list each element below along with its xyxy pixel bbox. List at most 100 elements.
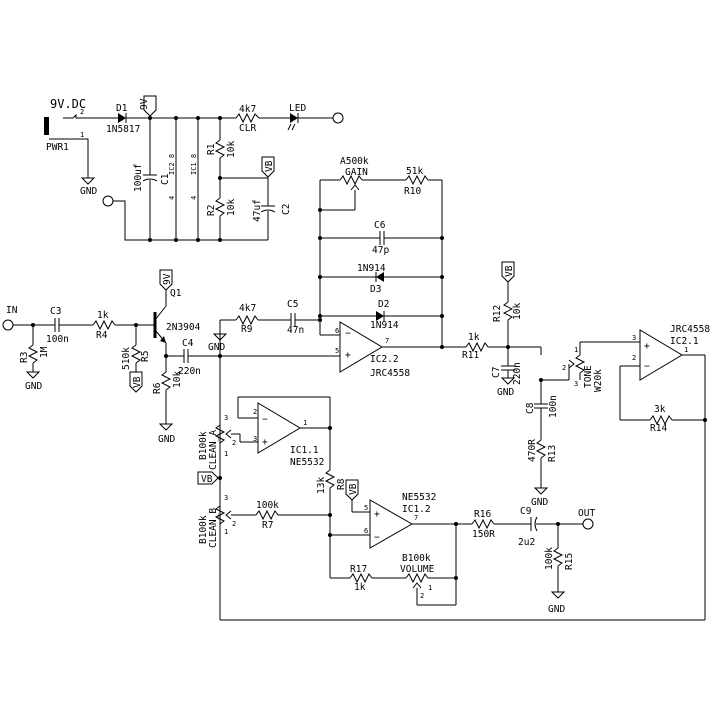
clean-a-pin3: 3 — [224, 414, 228, 422]
r5-vb-flag — [129, 371, 143, 393]
r4-resistor — [92, 319, 116, 331]
r16-resistor — [471, 518, 495, 530]
gnd-mid-label: GND — [208, 342, 225, 353]
r12-vb-label: VB — [504, 265, 515, 277]
ic22-pin5: 5 — [335, 347, 339, 355]
gnd-r6 — [158, 423, 174, 431]
gnd-r6-label: GND — [158, 434, 175, 445]
tone-pin3: 3 — [574, 380, 578, 388]
clr-value: 4k7 — [239, 104, 256, 115]
d2-part: 1N914 — [370, 320, 399, 331]
r12-vb-flag — [501, 261, 515, 283]
led-diode — [290, 113, 298, 123]
r5-resistor — [130, 344, 142, 364]
r14-value: 3k — [654, 404, 666, 415]
r17-resistor — [349, 572, 373, 584]
vb-flag-label: VB — [264, 160, 275, 172]
gnd-r13-label: GND — [531, 497, 548, 508]
r8-resistor — [324, 469, 336, 489]
clr-name: CLR — [239, 123, 256, 134]
ic12-part: NE5532 — [402, 492, 436, 503]
clean-b-pot — [214, 505, 226, 525]
r1-value: 10k — [226, 141, 237, 158]
r11-value: 1k — [468, 332, 480, 343]
vb-flag-left — [197, 471, 219, 485]
ic2-pwr-label: IC2_8 — [168, 154, 176, 175]
q1-part: 2N3904 — [166, 322, 201, 333]
r5-vb-label: VB — [132, 376, 143, 388]
gnd-label: GND — [80, 186, 97, 197]
c1-name: C1 — [160, 173, 171, 185]
ic12-pin7: 7 — [414, 514, 418, 522]
c4-value: 220n — [178, 366, 201, 377]
gnd-terminal — [332, 112, 344, 124]
ic12-opamp — [369, 499, 414, 549]
vol-pin1: 1 — [428, 584, 432, 592]
volume-value: B100k — [402, 553, 431, 564]
c7-name: C7 — [491, 367, 502, 378]
pwr-pin-2: 2 — [80, 108, 84, 116]
ic21-part: JRC4558 — [670, 324, 710, 335]
power-jack — [44, 117, 49, 135]
ic12-minus: − — [374, 532, 380, 543]
r9-value: 4k7 — [239, 303, 256, 314]
power-section: 9V.DC 2 1 PWR1 GND D1 1N5817 9V 100uf C1… — [44, 95, 344, 242]
r12-name: R12 — [492, 305, 503, 322]
gain-name: GAIN — [345, 167, 368, 178]
c8-name: C8 — [525, 402, 536, 414]
r7-value: 100k — [256, 500, 279, 511]
r6-value: 10k — [172, 371, 183, 388]
r16-value: 150R — [472, 529, 495, 540]
ic-pin4b: 4 — [190, 196, 198, 200]
d1-label: D1 — [116, 103, 128, 114]
r10-value: 51k — [406, 166, 423, 177]
pwr1-label: PWR1 — [46, 142, 69, 153]
gain-pot — [339, 174, 363, 186]
gnd-mid — [212, 333, 228, 341]
c4-name: C4 — [182, 338, 194, 349]
clean-section: B100k CLEAN_A 3 2 1 − + 2 3 1 IC1.1 NE55… — [197, 396, 595, 615]
r16-name: R16 — [474, 509, 491, 520]
clean-b-value: B100k — [198, 515, 209, 544]
ic21-opamp — [639, 329, 683, 381]
9v-flag-label: 9V — [139, 98, 150, 110]
r7-resistor — [255, 509, 279, 521]
r15-name: R15 — [564, 553, 575, 570]
r14-name: R14 — [650, 423, 667, 434]
c8-value: 100n — [548, 395, 559, 418]
r1-name: R1 — [206, 143, 217, 155]
ic11-opamp — [257, 402, 301, 454]
r4-value: 1k — [97, 310, 109, 321]
r3-resistor — [27, 344, 39, 364]
gnd-r15 — [550, 591, 566, 599]
q1-name: Q1 — [170, 288, 182, 299]
d3-part: 1N914 — [357, 263, 386, 274]
tone-stage: 1k R11 VB R12 10k GND C7 220n W20k TONE … — [220, 261, 710, 621]
pwr-pin-1: 1 — [80, 131, 84, 139]
gnd-connector — [102, 195, 114, 207]
d3-name: D3 — [370, 284, 381, 295]
c3-value: 100n — [46, 334, 69, 345]
d1-part: 1N5817 — [106, 124, 140, 135]
vol-pin2: 2 — [420, 592, 424, 600]
tone-pin1: 1 — [574, 346, 578, 354]
clean-a-pot — [214, 424, 226, 444]
ic22-plus: + — [345, 350, 351, 361]
r11-name: R11 — [462, 350, 479, 361]
tone-pot — [574, 354, 586, 374]
ic12-name: IC1.2 — [402, 504, 431, 515]
clean-b-pin2: 2 — [232, 520, 236, 528]
ic22-name: IC2.2 — [370, 354, 399, 365]
c6-value: 47p — [372, 245, 389, 256]
gnd-c7-label: GND — [497, 387, 514, 398]
c3-name: C3 — [50, 306, 61, 317]
c9-value: 2u2 — [518, 537, 535, 548]
r3-value: 1M — [39, 346, 50, 358]
ground-symbol — [80, 177, 96, 185]
r15-value: 100k — [544, 547, 555, 570]
volume-name: VOLUME — [400, 564, 435, 575]
r13-name: R13 — [547, 445, 558, 462]
ic11-part: NE5532 — [290, 457, 324, 468]
ic12-pin6: 6 — [364, 527, 368, 535]
c6-name: C6 — [374, 220, 386, 231]
